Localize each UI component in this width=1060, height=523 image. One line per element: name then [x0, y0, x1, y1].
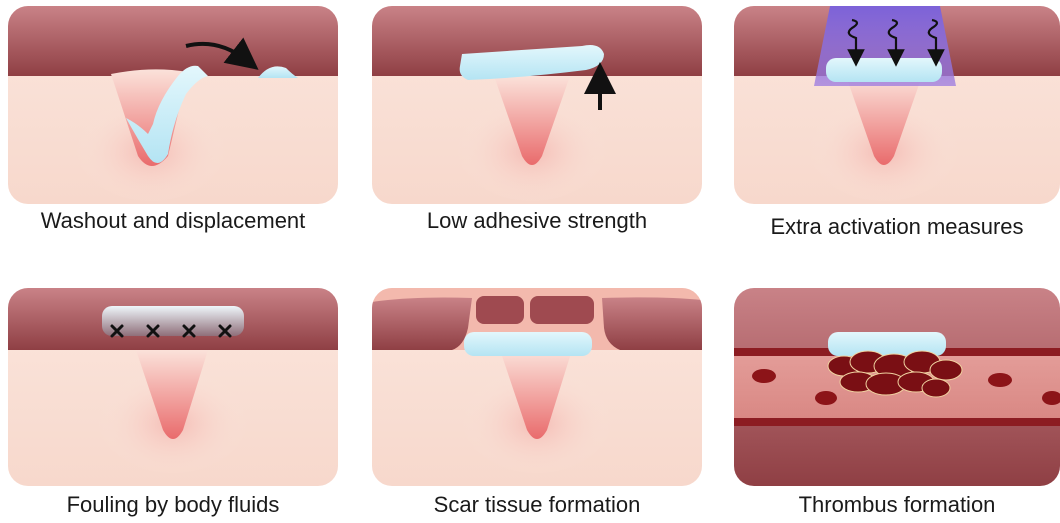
- panel-low-adhesion: [372, 6, 702, 204]
- panel-activation: [734, 6, 1060, 204]
- caption-activation: Extra activation measures: [734, 214, 1060, 240]
- adhesive-patch: [826, 58, 942, 82]
- vessel-wall: [734, 418, 1060, 426]
- caption-fouling: Fouling by body fluids: [8, 492, 338, 518]
- panel-washout: [8, 6, 338, 204]
- panel-fouling: [8, 288, 338, 486]
- adhesive-patch: [464, 332, 592, 356]
- caption-low-adhesion: Low adhesive strength: [372, 208, 702, 234]
- panel-thrombus: [734, 288, 1060, 486]
- caption-thrombus: Thrombus formation: [734, 492, 1060, 518]
- caption-washout: Washout and displacement: [8, 208, 338, 234]
- caption-scar: Scar tissue formation: [372, 492, 702, 518]
- panel-scar: [372, 288, 702, 486]
